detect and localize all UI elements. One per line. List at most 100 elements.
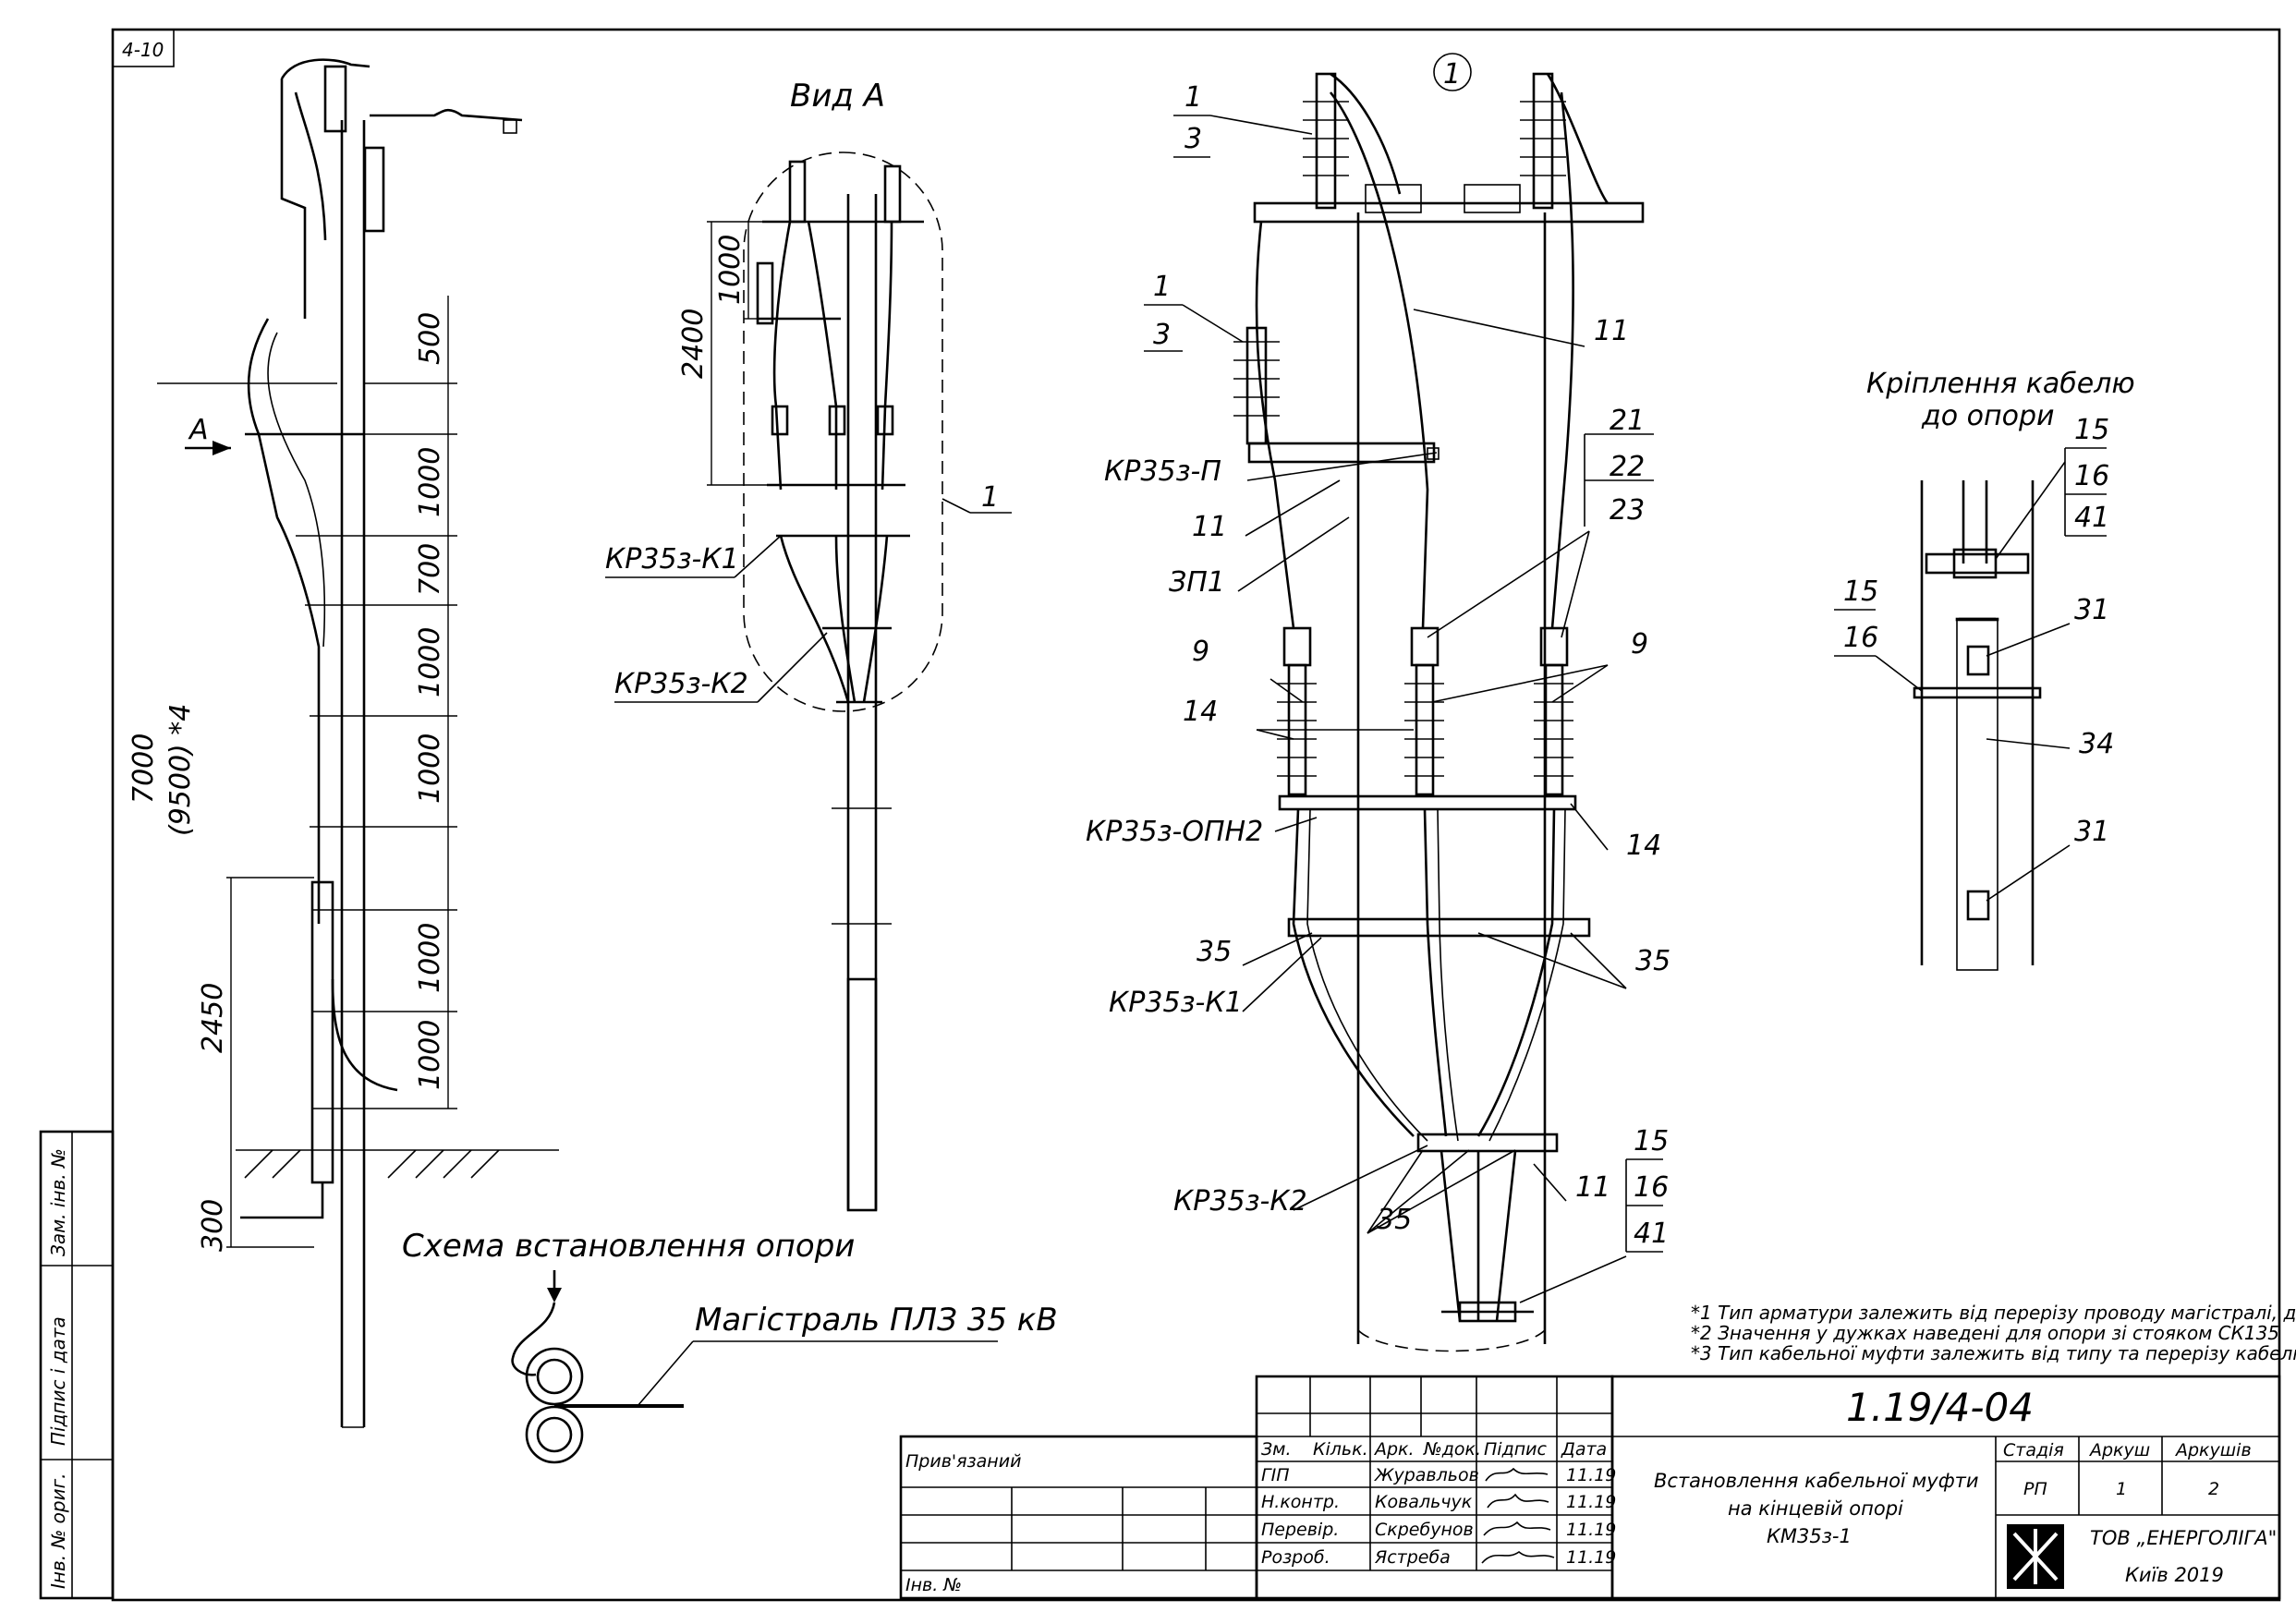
fixing-label-31-top: 31: [2074, 594, 2109, 626]
stamp-orig-inv: Інв. № ориг.: [47, 1473, 69, 1589]
row-date-1: 11.19: [1566, 1492, 1616, 1512]
row-name-0: Журавльов: [1374, 1465, 1479, 1485]
dim-1000-d: 1000: [414, 923, 446, 993]
sheet-code: 4-10: [122, 39, 164, 61]
fixing-label-15-top: 15: [2074, 414, 2109, 446]
label-9-left: 9: [1192, 636, 1209, 668]
view-a-title: Вид А: [790, 78, 885, 115]
label-21: 21: [1610, 405, 1645, 437]
view-callout-1: 1: [981, 481, 999, 514]
dim-1000-c: 1000: [414, 733, 446, 804]
hdr-data: Дата: [1561, 1439, 1607, 1460]
label-23: 23: [1610, 494, 1645, 527]
label-11-mid: 11: [1192, 511, 1227, 543]
hdr-ndok: №док.: [1423, 1439, 1481, 1460]
row-role-1: Н.контр.: [1261, 1492, 1340, 1512]
label-top-1: 1: [1184, 81, 1202, 114]
dim-300: 300: [197, 1199, 229, 1252]
row-date-2: 11.19: [1566, 1520, 1616, 1540]
title-block: Прив'язаний Інв. № Зм. Кільк. Арк. №док.…: [899, 1375, 2281, 1600]
label-14-right: 14: [1626, 830, 1661, 862]
label-mid-3: 3: [1153, 319, 1171, 351]
linked-label: Прив'язаний: [905, 1451, 1021, 1472]
sheets-value: 2: [2208, 1479, 2219, 1499]
signatures: [1481, 1467, 1555, 1564]
outer-frame: [111, 28, 2281, 1602]
cable-fixing-detail: Кріплення кабелю до опори 15 16 41 15: [1834, 368, 2135, 971]
company-name: ТОВ „ЕНЕРГОЛІГА": [2090, 1527, 2277, 1549]
note-2: *2 Значення у дужках наведені для опори …: [1691, 1322, 2279, 1344]
fixing-title-1: Кріплення кабелю: [1866, 368, 2135, 400]
label-14-left: 14: [1183, 696, 1218, 728]
stage-header: Стадія: [2003, 1440, 2064, 1460]
hdr-kilk: Кільк.: [1313, 1439, 1368, 1460]
row-name-2: Скребунов: [1375, 1520, 1474, 1540]
fixing-label-16-top: 16: [2074, 460, 2109, 492]
sheets-header: Аркушів: [2174, 1440, 2252, 1460]
dim-500: 500: [414, 312, 446, 365]
label-9-right: 9: [1631, 628, 1648, 661]
label-15-bottom: 15: [1634, 1125, 1669, 1157]
view-label-k1: КР35з-К1: [605, 543, 739, 576]
elevation-dimensions: 500 1000 700 1000 1000 1000 1000 7000 (9…: [128, 296, 457, 1252]
inv-no-label: Інв. №: [905, 1575, 962, 1595]
hdr-pidpys: Підпис: [1484, 1439, 1547, 1460]
stamp-replace-inv: Зам. інв. №: [47, 1148, 69, 1256]
stamp-sign-date: Підпис і дата: [47, 1316, 69, 1446]
label-kp: КР35з-П: [1104, 455, 1221, 488]
doc-title-2: на кінцевій опорі: [1728, 1497, 1903, 1520]
dim-overall-alt: (9500) *4: [164, 704, 197, 836]
dim-700: 700: [414, 543, 446, 596]
label-top-3: 3: [1184, 123, 1202, 155]
label-11-top: 11: [1594, 315, 1629, 347]
label-k1-main: КР35з-К1: [1109, 987, 1243, 1019]
circle-marker: 1: [1443, 58, 1461, 91]
dim-1000-b: 1000: [414, 627, 446, 697]
view-a: Вид А 1000 2400: [605, 78, 1012, 1212]
doc-title-3: КМ35з-1: [1767, 1525, 1852, 1547]
view-dim-2400: 2400: [677, 309, 710, 379]
label-35-right: 35: [1635, 945, 1670, 977]
scheme-line-label: Магістраль ПЛЗ 35 кВ: [695, 1302, 1058, 1339]
label-35-left: 35: [1197, 936, 1232, 968]
label-11-bottom: 11: [1575, 1171, 1610, 1204]
row-role-0: ГІП: [1261, 1465, 1289, 1485]
label-k2-main: КР35з-К2: [1173, 1185, 1307, 1218]
row-name-3: Ястреба: [1374, 1547, 1451, 1568]
doc-title-1: Встановлення кабельної муфти: [1654, 1470, 1979, 1492]
row-role-3: Розроб.: [1261, 1547, 1330, 1568]
stage-value: РП: [2023, 1479, 2047, 1499]
dim-1000-a: 1000: [414, 447, 446, 517]
scheme-title: Схема встановлення опори: [402, 1228, 855, 1265]
installation-scheme: Схема встановлення опори Магістраль ПЛЗ …: [402, 1228, 1058, 1464]
fixing-label-34: 34: [2079, 728, 2114, 760]
notes: *1 Тип арматури залежить від перерізу пр…: [1691, 1302, 2296, 1364]
row-role-2: Перевір.: [1261, 1520, 1339, 1540]
fixing-label-31-bottom: 31: [2074, 816, 2109, 848]
row-date-0: 11.19: [1566, 1465, 1616, 1485]
main-detail: 1: [1086, 53, 1670, 1352]
sheet-code-box: [112, 29, 175, 67]
dim-overall: 7000: [128, 733, 160, 804]
fixing-label-16-left: 16: [1843, 622, 1878, 654]
label-opn: КР35з-ОПН2: [1086, 816, 1263, 848]
doc-number: 1.19/4-04: [1846, 1385, 2034, 1430]
view-a-arrow-label: А: [188, 414, 209, 446]
company-city: Київ 2019: [2125, 1564, 2224, 1586]
label-35-bottom: 35: [1377, 1204, 1412, 1236]
row-date-3: 11.19: [1566, 1547, 1616, 1568]
note-1: *1 Тип арматури залежить від перерізу пр…: [1691, 1302, 2296, 1324]
label-22: 22: [1610, 451, 1645, 483]
hdr-zm: Зм.: [1261, 1439, 1292, 1460]
label-16-bottom: 16: [1634, 1171, 1669, 1204]
sheet-value: 1: [2116, 1479, 2127, 1499]
dim-1000-e: 1000: [414, 1020, 446, 1090]
hdr-ark: Арк.: [1373, 1439, 1415, 1460]
view-label-k2: КР35з-К2: [614, 668, 748, 700]
label-mid-1: 1: [1153, 271, 1171, 303]
view-dim-1000: 1000: [714, 235, 747, 305]
label-zp1: ЗП1: [1169, 566, 1225, 599]
company-logo: [2007, 1524, 2064, 1589]
row-name-1: Ковальчук: [1375, 1492, 1473, 1512]
